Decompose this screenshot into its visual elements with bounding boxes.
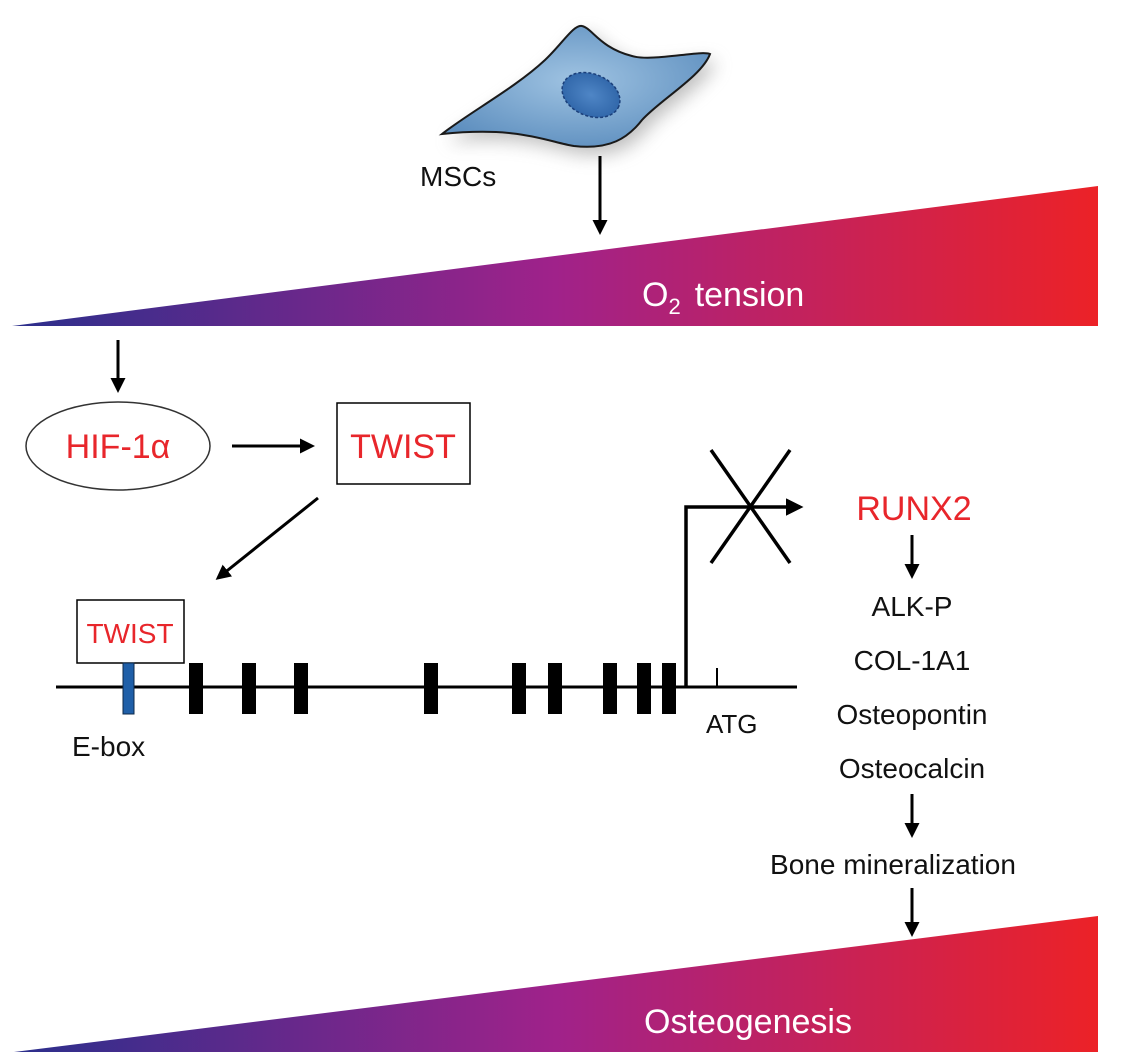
hif-1a-node xyxy=(25,401,211,491)
twist-to-promoter-arrow xyxy=(215,496,319,580)
atg-label: ATG xyxy=(706,709,758,739)
hif-1a-label: HIF-1α xyxy=(66,428,171,466)
msc-cell-icon xyxy=(438,24,716,155)
blocked-transcription-icon xyxy=(709,448,792,565)
marker-item: ALK-P xyxy=(872,591,953,622)
twist-label: TWIST xyxy=(350,428,456,466)
marker-item: Osteocalcin xyxy=(839,753,985,784)
e-box-label: E-box xyxy=(72,731,145,762)
twist-node xyxy=(336,402,471,485)
promoter-element xyxy=(294,663,308,714)
promoter-element xyxy=(603,663,617,714)
marker-item: COL-1A1 xyxy=(854,645,971,676)
bound-twist-label: TWIST xyxy=(86,618,173,649)
runx2-promoter: TWIST E-box ATG xyxy=(56,448,804,762)
promoter-element xyxy=(662,663,676,714)
nucleus-icon xyxy=(561,71,621,119)
promoter-element xyxy=(242,663,256,714)
msc-label: MSCs xyxy=(420,161,496,192)
e-box-site xyxy=(122,662,135,715)
runx2-label: RUNX2 xyxy=(856,490,971,528)
promoter-element xyxy=(548,663,562,714)
marker-item: Osteopontin xyxy=(837,699,988,730)
promoter-element xyxy=(637,663,651,714)
transcription-start-arrow xyxy=(684,498,804,687)
promoter-element xyxy=(189,663,203,714)
osteogenic-markers: ALK-P COL-1A1 Osteopontin Osteocalcin xyxy=(837,591,988,784)
promoter-element xyxy=(512,663,526,714)
osteogenesis-wedge xyxy=(14,916,1098,1052)
promoter-element xyxy=(424,663,438,714)
oxygen-tension-wedge xyxy=(12,186,1098,326)
bound-twist-box xyxy=(76,599,185,664)
bone-mineralization-label: Bone mineralization xyxy=(770,849,1016,880)
promoter-elements xyxy=(189,663,676,714)
osteogenesis-label: Osteogenesis xyxy=(644,1003,852,1041)
